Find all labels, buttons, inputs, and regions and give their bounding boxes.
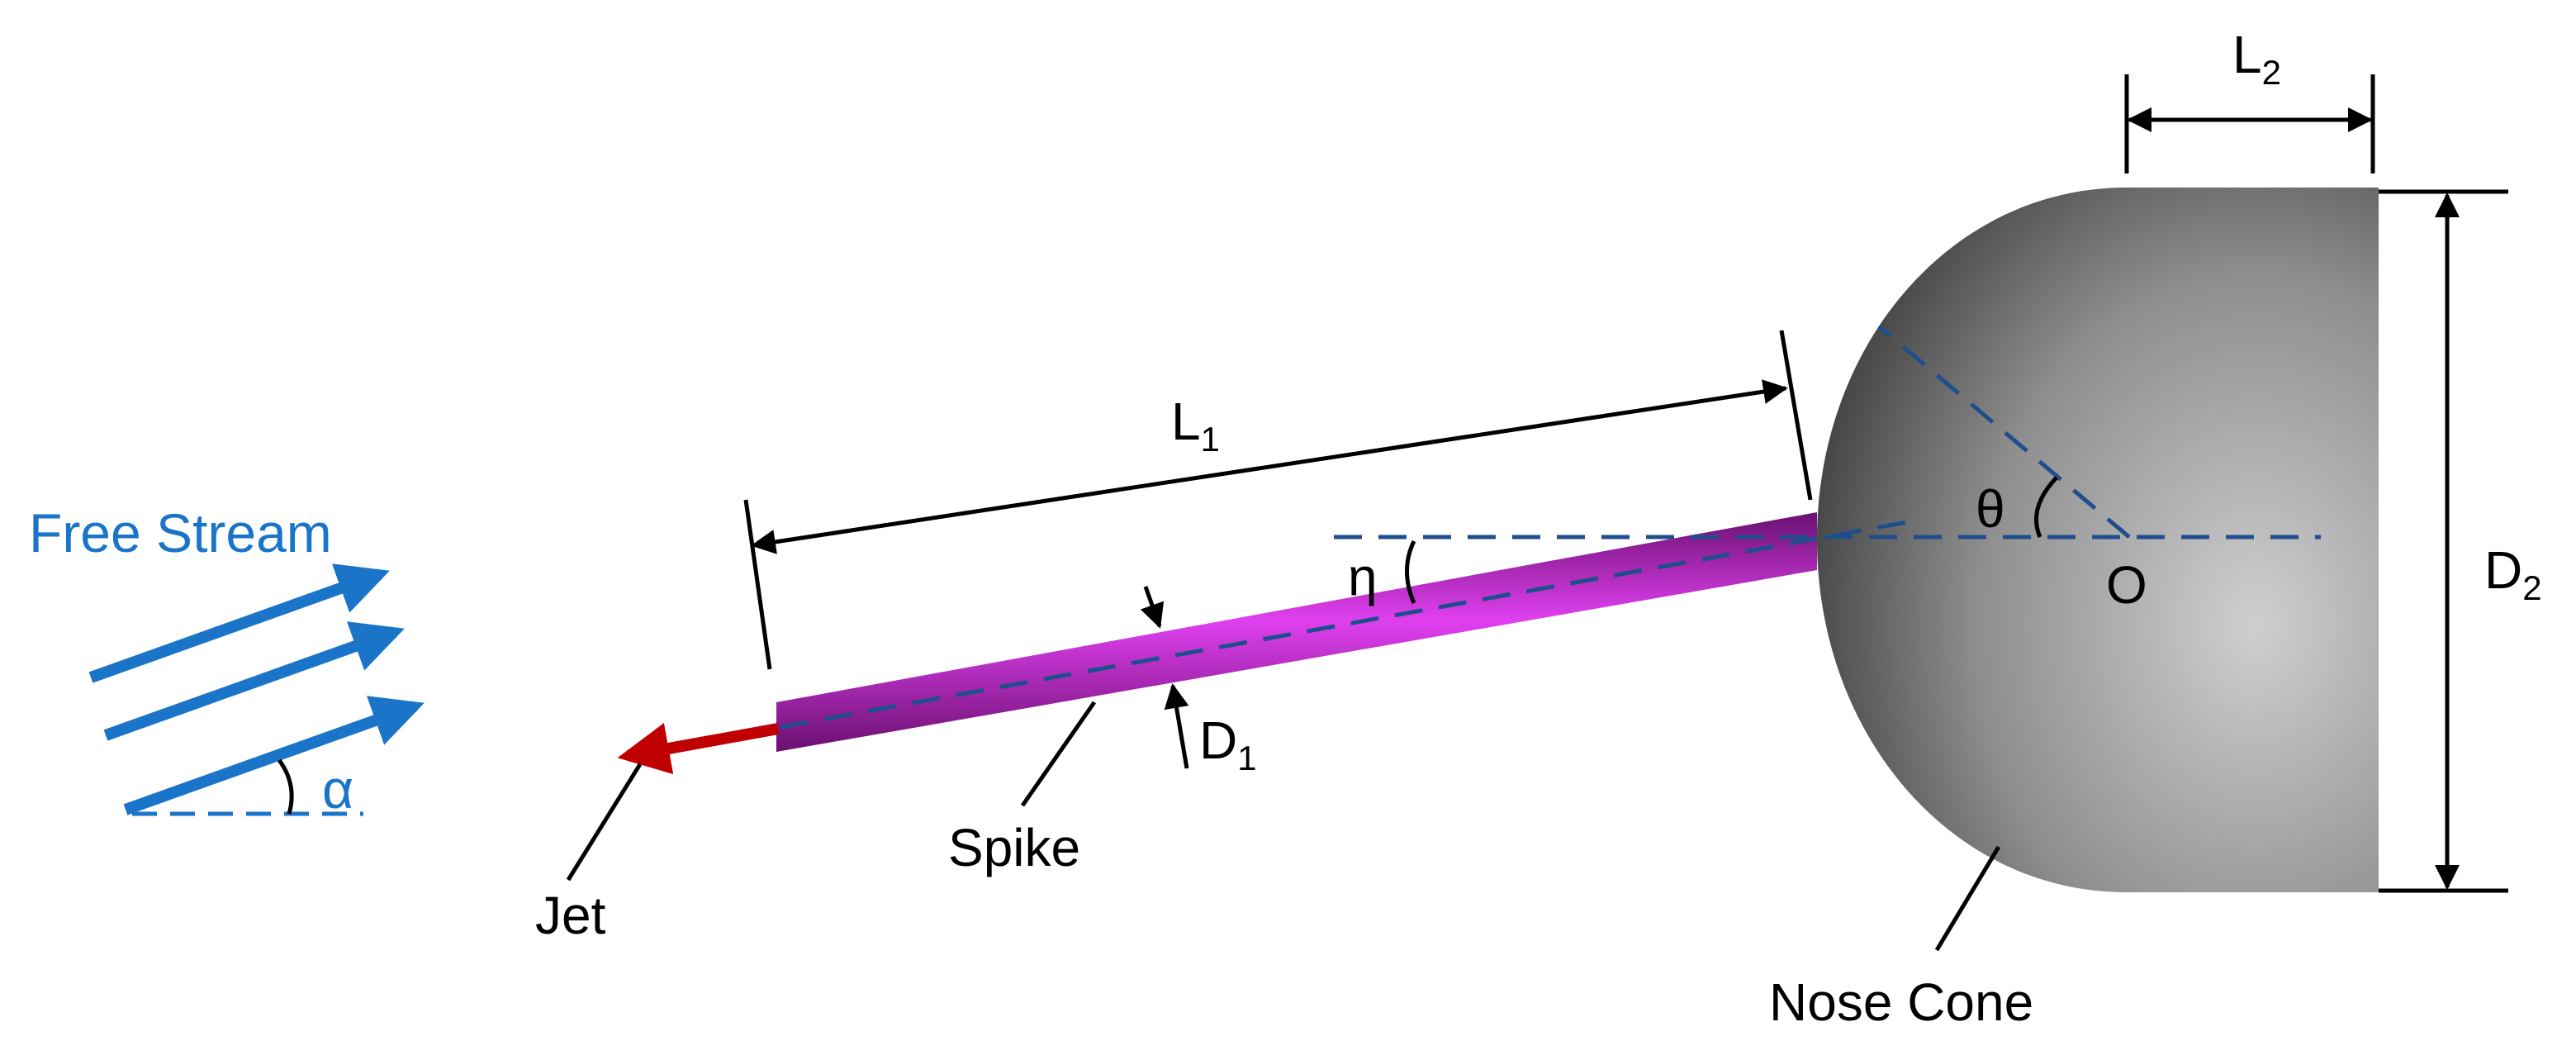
jet-leader-line bbox=[566, 763, 643, 882]
alpha-arc bbox=[277, 758, 294, 815]
free-stream-label: Free Stream bbox=[29, 502, 332, 563]
jet-label: Jet bbox=[535, 886, 606, 945]
svg-text:L2: L2 bbox=[2232, 25, 2281, 92]
l1-extension-left bbox=[743, 499, 772, 670]
svg-text:D1: D1 bbox=[1199, 711, 1257, 777]
theta-arc bbox=[2034, 476, 2058, 538]
d2-label: D bbox=[2484, 540, 2522, 600]
theta-radial-line bbox=[1877, 325, 2131, 539]
spike-leader-line bbox=[1020, 701, 1097, 807]
origin-label: O bbox=[2106, 555, 2147, 615]
l2-label: L bbox=[2232, 25, 2262, 84]
free-stream-arrow-1 bbox=[88, 563, 390, 683]
d1-label: D bbox=[1199, 711, 1237, 770]
d1-arrow-top bbox=[1140, 586, 1165, 629]
spike-centerline bbox=[780, 518, 1917, 730]
d1-subscript: 1 bbox=[1237, 739, 1256, 777]
spike-body bbox=[776, 512, 1817, 752]
l1-dimension-arrow bbox=[751, 379, 1788, 554]
d2-subscript: 2 bbox=[2522, 568, 2541, 607]
jet-arrow bbox=[617, 723, 780, 775]
eta-label: η bbox=[1348, 547, 1378, 606]
svg-text:D2: D2 bbox=[2484, 540, 2542, 607]
free-stream-arrow-2 bbox=[103, 621, 405, 741]
theta-label: θ bbox=[1976, 479, 2005, 539]
l1-subscript: 1 bbox=[1201, 420, 1220, 459]
l1-extension-right bbox=[1779, 330, 1813, 501]
svg-text:L1: L1 bbox=[1171, 392, 1220, 459]
l2-subscript: 2 bbox=[2262, 53, 2281, 92]
nose-cone-label: Nose Cone bbox=[1769, 972, 2033, 1032]
nose-cone-leader-line bbox=[1934, 845, 2001, 952]
d1-arrow-bottom bbox=[1164, 683, 1189, 769]
free-stream-arrow-3 bbox=[123, 696, 425, 815]
spike-label: Spike bbox=[948, 818, 1080, 877]
alpha-label: α bbox=[322, 758, 353, 820]
l1-label: L bbox=[1171, 392, 1201, 451]
nose-cone-body bbox=[1817, 188, 2379, 892]
